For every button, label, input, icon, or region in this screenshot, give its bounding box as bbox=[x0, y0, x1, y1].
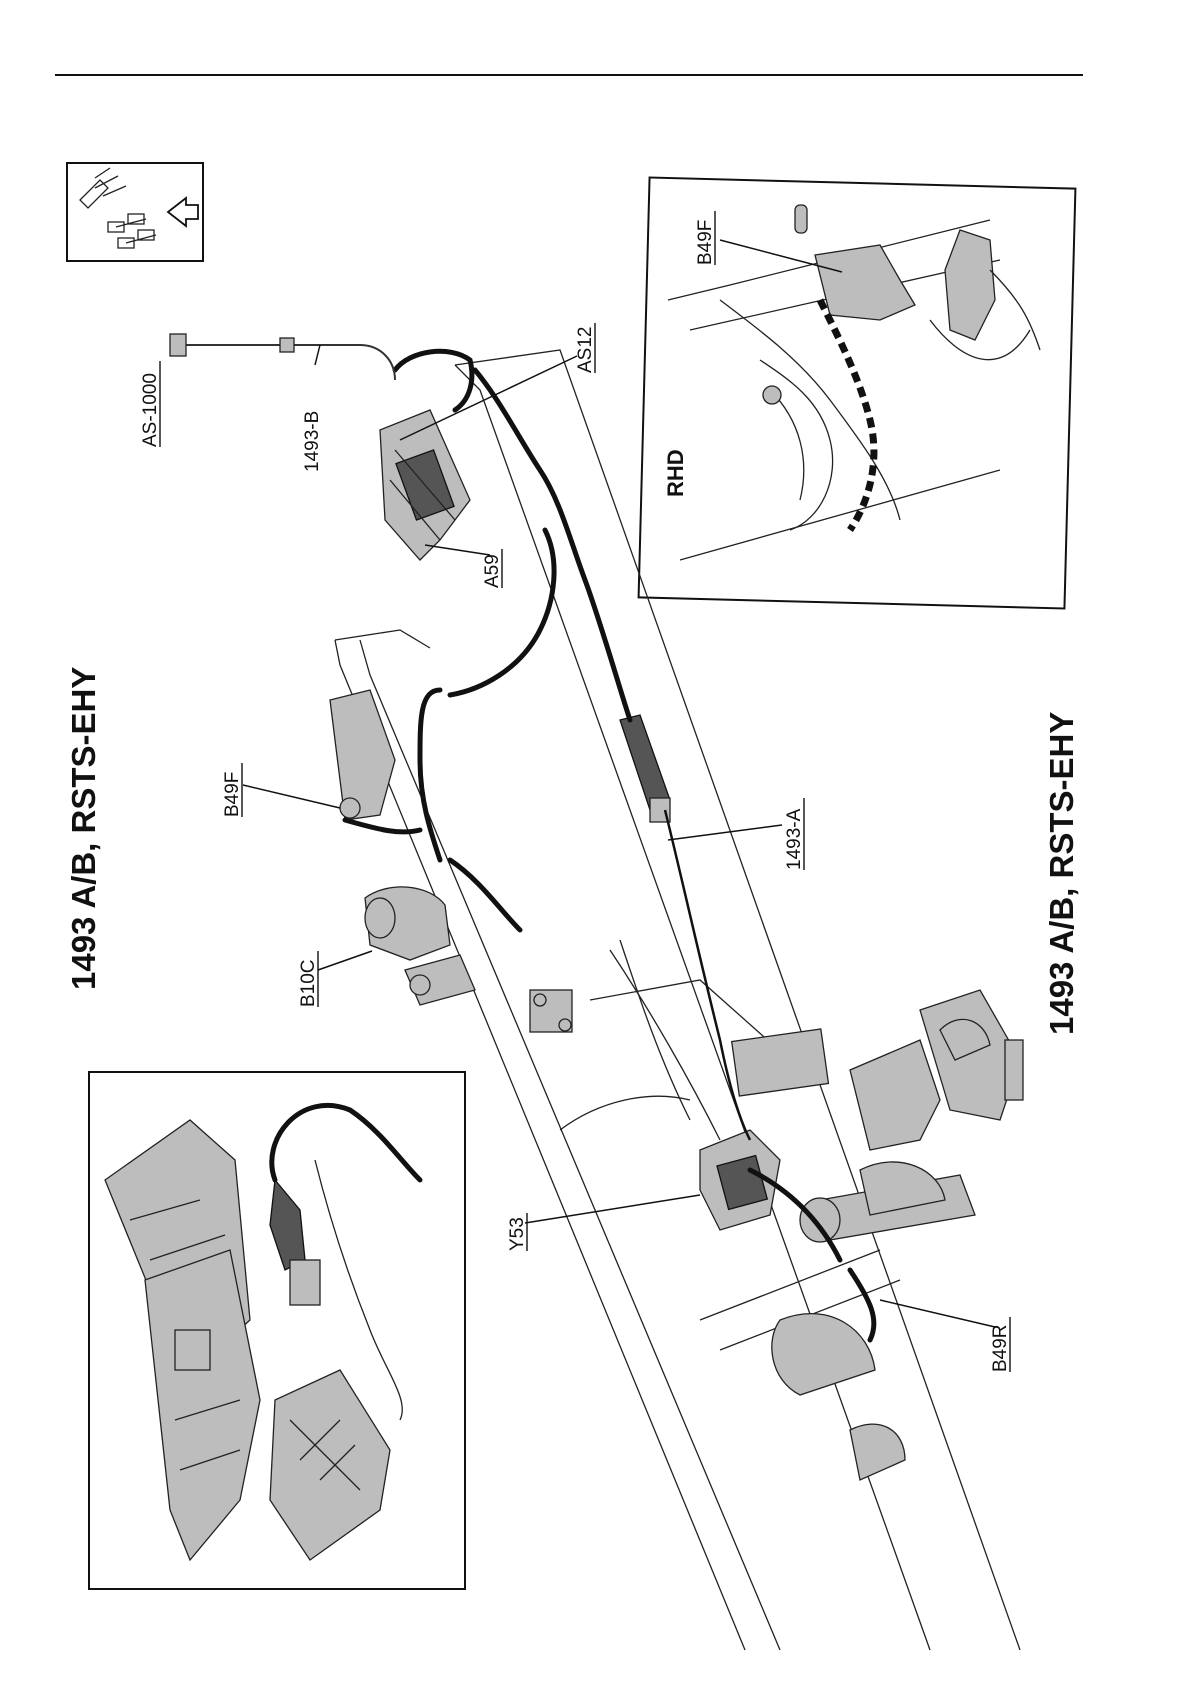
label-b10c: B10C bbox=[298, 951, 319, 1007]
svg-text:AS-1000: AS-1000 bbox=[140, 373, 161, 447]
svg-text:Y53: Y53 bbox=[507, 1217, 528, 1251]
b10c-sensor bbox=[365, 887, 475, 1005]
label-y53: Y53 bbox=[507, 1213, 528, 1251]
svg-text:B49R: B49R bbox=[990, 1324, 1011, 1372]
label-b49f-inset: B49F bbox=[695, 211, 716, 265]
label-as12: AS12 bbox=[575, 323, 596, 373]
svg-text:1493-A: 1493-A bbox=[784, 808, 805, 870]
b49f-sensor bbox=[330, 690, 395, 820]
svg-text:B10C: B10C bbox=[298, 959, 319, 1007]
a59-ecu bbox=[380, 410, 470, 560]
svg-text:B49F: B49F bbox=[695, 220, 716, 265]
svg-text:1493-B: 1493-B bbox=[302, 411, 323, 472]
svg-text:A59: A59 bbox=[482, 554, 503, 588]
label-1493-b: 1493-B bbox=[302, 411, 323, 472]
label-a59: A59 bbox=[482, 549, 503, 588]
h1493-a-connector bbox=[620, 715, 670, 810]
svg-text:B49F: B49F bbox=[222, 772, 243, 817]
label-as-1000: AS-1000 bbox=[140, 361, 161, 447]
label-b49r: B49R bbox=[990, 1317, 1011, 1372]
axle-assembly bbox=[732, 990, 1023, 1480]
inset-label-rhd: RHD bbox=[663, 449, 688, 497]
label-1493-a: 1493-A bbox=[784, 798, 805, 870]
vehicle-orientation-icon bbox=[67, 163, 203, 261]
diagram-title-right: 1493 A/B, RSTS-EHY bbox=[1043, 712, 1080, 1035]
component-inset bbox=[89, 1072, 465, 1589]
svg-text:AS12: AS12 bbox=[575, 327, 596, 373]
valve-block bbox=[530, 990, 572, 1032]
diagram-title-left: 1493 A/B, RSTS-EHY bbox=[65, 667, 102, 990]
arrow-up-icon bbox=[168, 198, 198, 226]
label-b49f-main: B49F bbox=[222, 763, 243, 817]
